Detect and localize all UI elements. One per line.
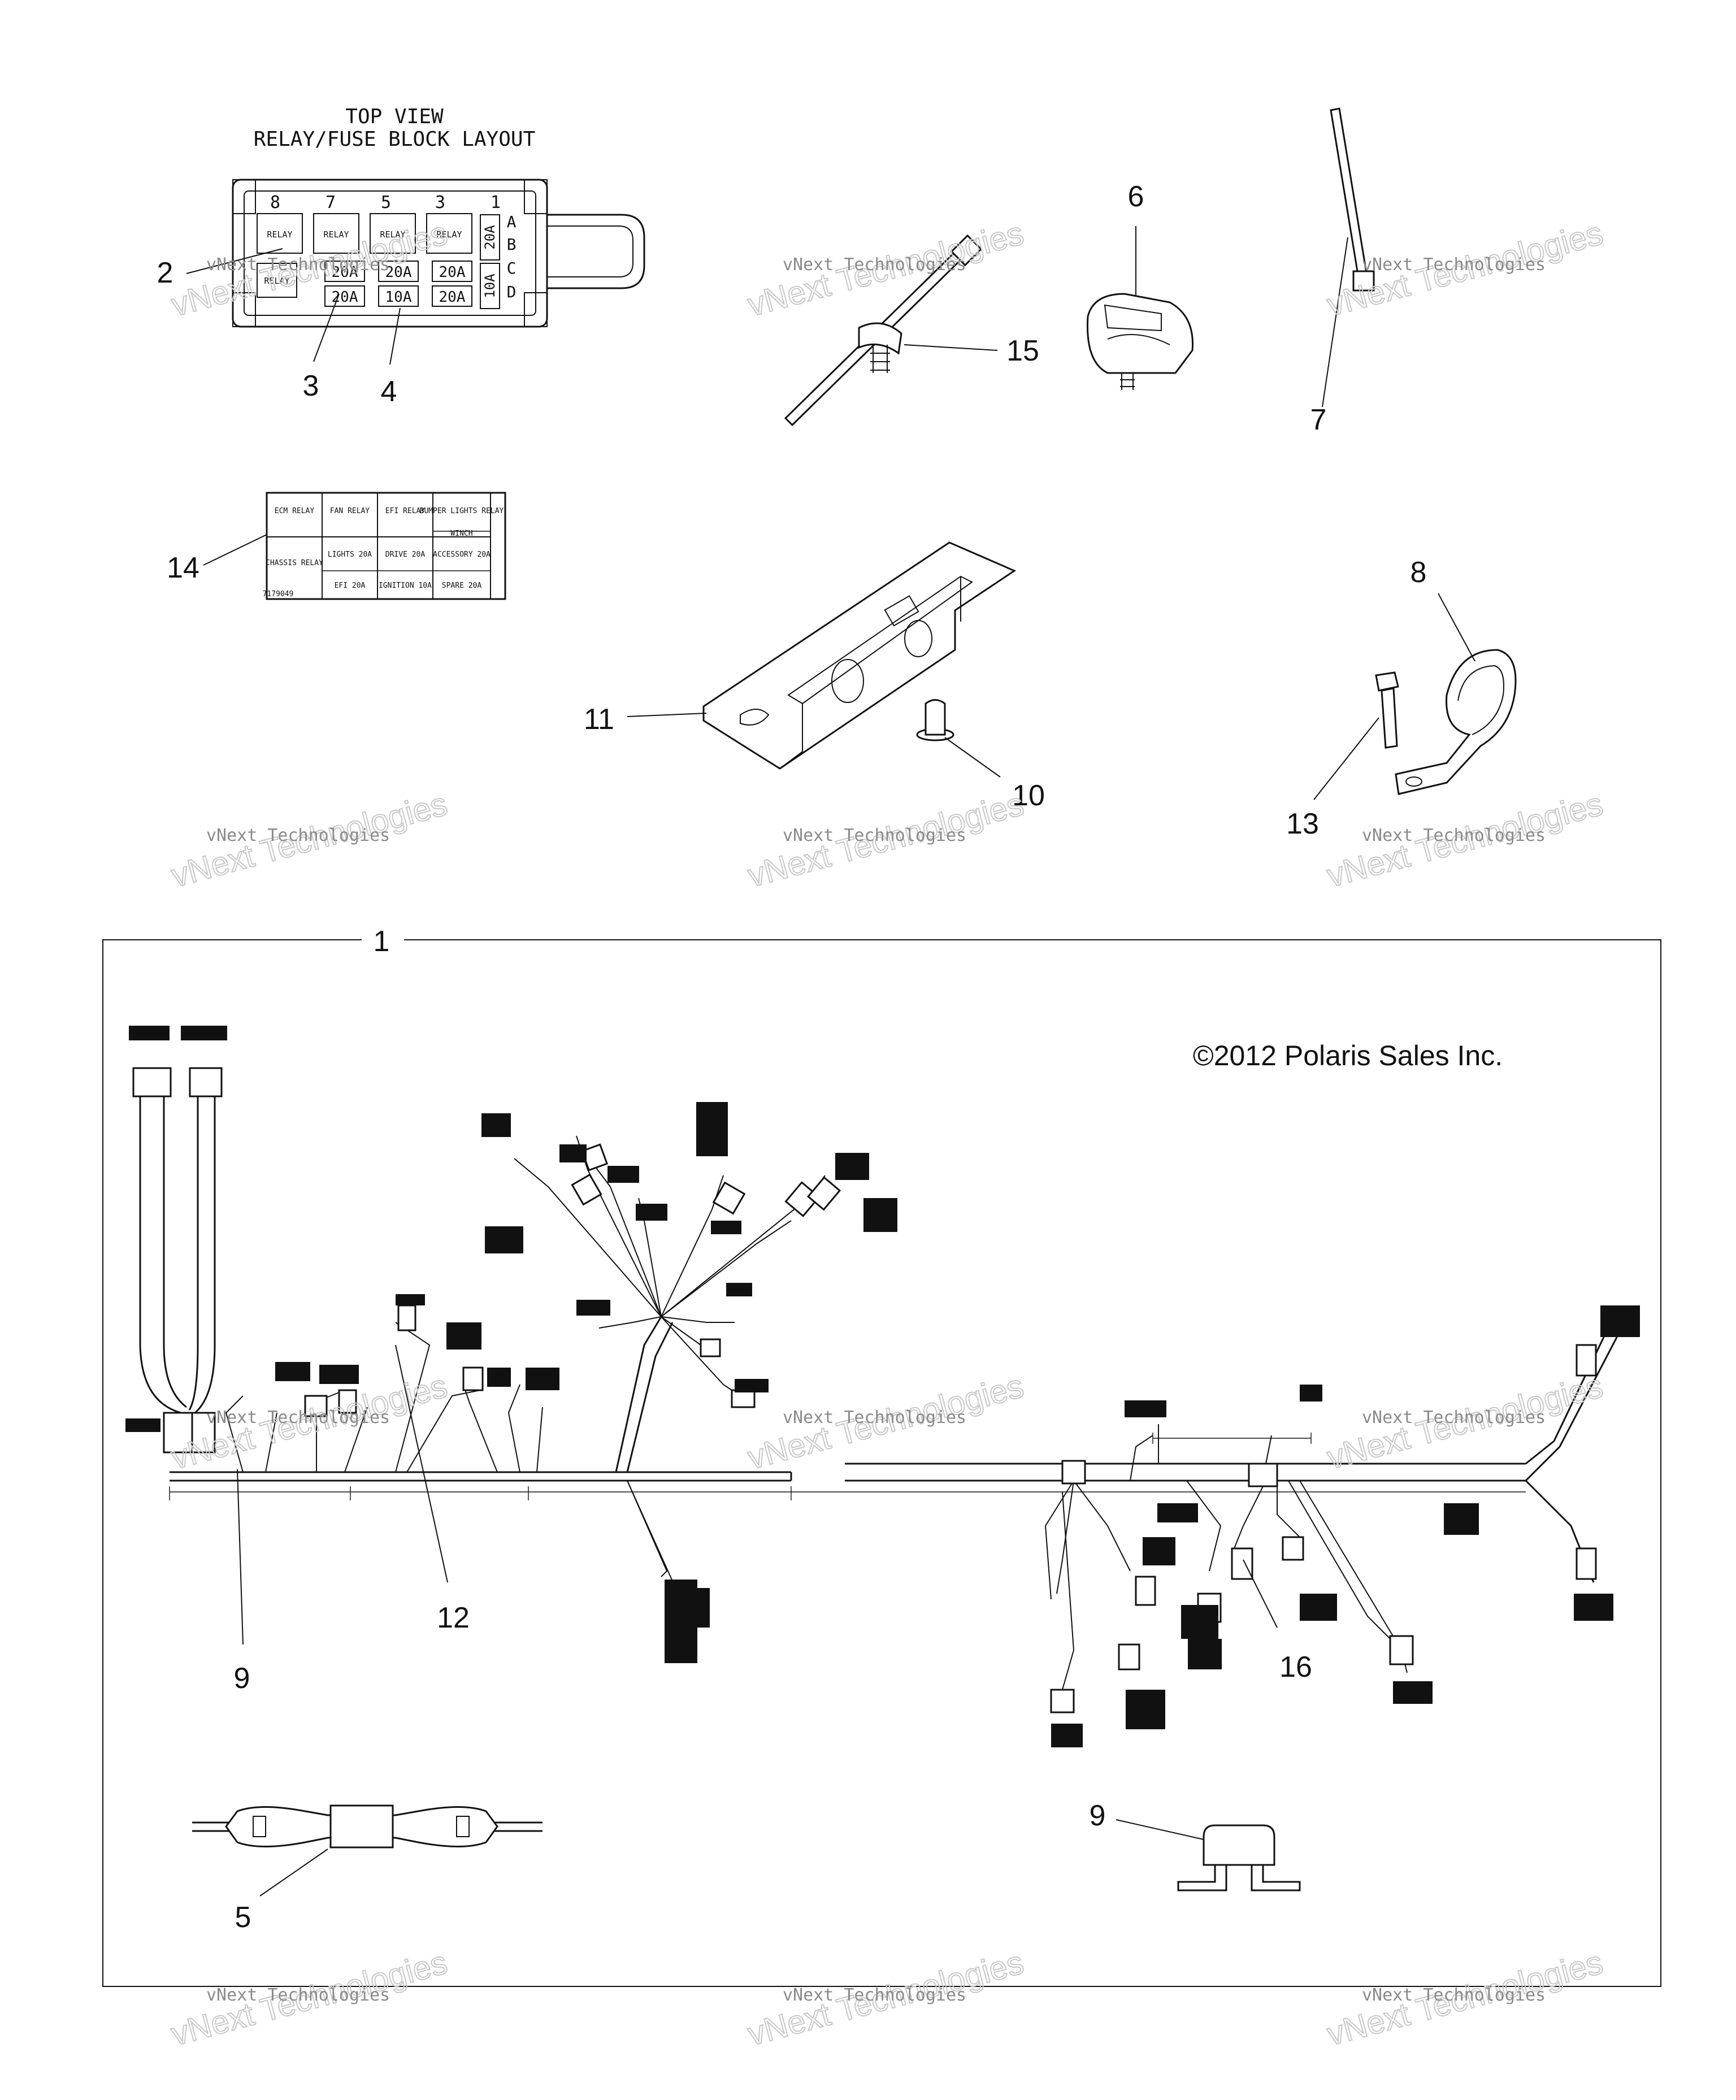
callout-4: 4 bbox=[381, 375, 397, 408]
callout-3: 3 bbox=[303, 370, 319, 402]
callout-13: 13 bbox=[1286, 808, 1319, 840]
fuse-label-3: 20A bbox=[439, 264, 466, 281]
relay-label-4: RELAY bbox=[436, 229, 462, 240]
bolt[interactable]: 13 bbox=[1286, 671, 1399, 840]
card-cell-efi-relay: EFI RELAY bbox=[385, 507, 426, 515]
relay-label-1: RELAY bbox=[267, 229, 292, 240]
relay-block-title-2: RELAY/FUSE BLOCK LAYOUT bbox=[254, 128, 536, 151]
fuse-label-vertical-1: 20A bbox=[482, 225, 498, 250]
relay-label-5: RELAY bbox=[264, 276, 289, 286]
card-cell-lights: LIGHTS 20A bbox=[328, 550, 372, 559]
svg-text:vNext Technologies: vNext Technologies bbox=[783, 1985, 966, 2005]
row-letter-a: A bbox=[507, 212, 517, 231]
position-3: 3 bbox=[435, 193, 445, 212]
position-8: 8 bbox=[270, 193, 280, 212]
card-cell-bumper: BUMPER LIGHTS RELAY bbox=[420, 507, 504, 515]
p-clamp[interactable]: 8 bbox=[1395, 556, 1517, 795]
watermark-3: vNext Technologies vNext Technologies bbox=[1323, 214, 1608, 324]
relay-mounting-bracket[interactable]: 11 bbox=[584, 541, 1017, 770]
long-cable-tie[interactable]: 7 bbox=[1310, 107, 1375, 436]
relay-block-title-1: TOP VIEW bbox=[345, 105, 444, 128]
watermark-12: vNext Technologies vNext Technologies bbox=[1323, 1943, 1608, 2054]
callout-5: 5 bbox=[235, 1901, 251, 1934]
svg-text:vNext Technologies: vNext Technologies bbox=[206, 255, 390, 275]
inline-fuse-holder[interactable]: 5 bbox=[192, 1804, 542, 1934]
relay-cube[interactable]: 9 bbox=[1090, 1799, 1301, 1891]
relay-fuse-block-group: TOP VIEW RELAY/FUSE BLOCK LAYOUT 8 7 5 3… bbox=[157, 105, 645, 408]
position-1: 1 bbox=[491, 193, 501, 212]
card-cell-spare: SPARE 20A bbox=[442, 582, 482, 590]
callout-16: 16 bbox=[1279, 1651, 1312, 1684]
fuse-label-2: 20A bbox=[385, 264, 412, 281]
row-letter-c: C bbox=[507, 259, 517, 277]
card-cell-winch: WINCH bbox=[450, 530, 472, 538]
callout-12: 12 bbox=[437, 1602, 470, 1634]
watermark-8: vNext Technologies vNext Technologies bbox=[744, 1367, 1028, 1477]
watermark-6: vNext Technologies vNext Technologies bbox=[1323, 785, 1608, 895]
callout-1: 1 bbox=[374, 925, 390, 958]
relay-label-card[interactable]: ECM RELAY FAN RELAY EFI RELAY BUMPER LIG… bbox=[167, 492, 506, 600]
svg-text:vNext Technologies: vNext Technologies bbox=[783, 255, 966, 275]
callout-11: 11 bbox=[584, 703, 614, 736]
push-pin-rivet[interactable]: 10 bbox=[916, 699, 1045, 813]
watermark-10: vNext Technologies vNext Technologies bbox=[167, 1943, 452, 2054]
callout-9-lower: 9 bbox=[1090, 1799, 1106, 1832]
callout-7: 7 bbox=[1310, 403, 1327, 436]
push-mount-cable-tie[interactable]: 15 bbox=[784, 234, 1039, 427]
callout-6: 6 bbox=[1128, 180, 1144, 213]
relay-label-3: RELAY bbox=[380, 229, 405, 240]
watermark-2: vNext Technologies vNext Technologies bbox=[744, 214, 1028, 324]
callout-10: 10 bbox=[1012, 779, 1045, 812]
row-letter-d: D bbox=[507, 283, 517, 301]
callout-2: 2 bbox=[157, 257, 173, 289]
card-cell-ecm: ECM RELAY bbox=[275, 507, 315, 515]
row-letter-b: B bbox=[507, 235, 517, 254]
fuse-label-vertical-2: 10A bbox=[482, 274, 498, 298]
relay-label-2: RELAY bbox=[323, 229, 349, 240]
svg-text:vNext Technologies: vNext Technologies bbox=[206, 1408, 390, 1428]
watermark-9: vNext Technologies vNext Technologies bbox=[1323, 1367, 1608, 1477]
position-5: 5 bbox=[381, 193, 391, 212]
fuse-label-4: 10A bbox=[385, 289, 412, 306]
callout-14: 14 bbox=[167, 552, 199, 584]
relay-fuse-block[interactable]: 8 7 5 3 1 RELAY RELAY RELAY RELAY RELAY … bbox=[232, 179, 645, 328]
card-cell-fan: FAN RELAY bbox=[330, 507, 370, 515]
card-cell-efi: EFI 20A bbox=[335, 582, 366, 590]
card-cell-ignition: IGNITION 10A bbox=[379, 582, 432, 590]
svg-text:vNext Technologies: vNext Technologies bbox=[783, 826, 966, 845]
svg-text:vNext Technologies: vNext Technologies bbox=[1362, 255, 1546, 275]
fuse-label-1: 20A bbox=[332, 264, 358, 281]
card-cell-drive: DRIVE 20A bbox=[385, 550, 426, 559]
callout-9-upper: 9 bbox=[234, 1662, 250, 1695]
card-part-number: 7179049 bbox=[263, 590, 294, 598]
card-cell-accessory: ACCESSORY 20A bbox=[433, 550, 491, 559]
callout-15: 15 bbox=[1006, 335, 1039, 367]
svg-text:vNext Technologies: vNext Technologies bbox=[1362, 826, 1546, 845]
position-7: 7 bbox=[326, 193, 336, 212]
svg-text:vNext Technologies: vNext Technologies bbox=[206, 826, 390, 845]
svg-text:vNext Technologies: vNext Technologies bbox=[783, 1408, 966, 1428]
copyright-text: ©2012 Polaris Sales Inc. bbox=[1193, 1040, 1503, 1071]
watermarks: vNext Technologies vNext Technologies vN… bbox=[167, 214, 1608, 2054]
wire-clip[interactable]: 6 bbox=[1086, 180, 1194, 390]
card-cell-chassis: CHASSIS RELAY bbox=[266, 559, 323, 567]
callout-8: 8 bbox=[1410, 556, 1427, 589]
watermark-11: vNext Technologies vNext Technologies bbox=[744, 1943, 1028, 2054]
watermark-5: vNext Technologies vNext Technologies bbox=[744, 785, 1028, 895]
svg-text:vNext Technologies: vNext Technologies bbox=[1362, 1985, 1546, 2005]
harness-frame: 1 ©2012 Polaris Sales Inc. bbox=[102, 925, 1661, 1987]
svg-text:vNext Technologies: vNext Technologies bbox=[206, 1985, 390, 2005]
watermark-4: vNext Technologies vNext Technologies bbox=[167, 785, 452, 895]
fuse-label-5: 20A bbox=[439, 289, 466, 306]
main-wiring-harness[interactable] bbox=[125, 1026, 1640, 1747]
svg-text:vNext Technologies: vNext Technologies bbox=[1362, 1408, 1546, 1428]
